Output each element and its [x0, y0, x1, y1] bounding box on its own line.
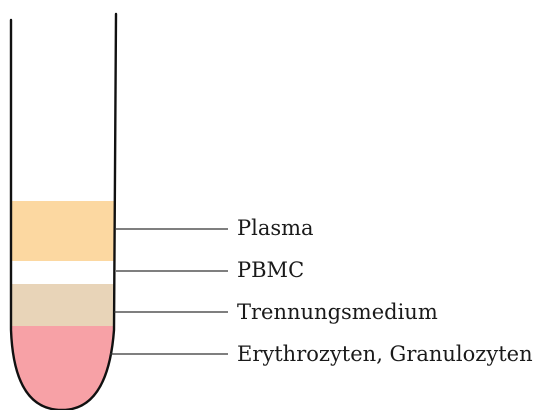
pbmc-label: PBMC	[237, 258, 304, 282]
separation-medium-layer	[0, 284, 130, 326]
erythrocytes-granulocytes-label: Erythrozyten, Granulozyten	[237, 342, 533, 366]
plasma-layer	[0, 201, 130, 261]
separation-medium-label: Trennungsmedium	[237, 300, 438, 324]
erythrocytes-granulocytes-layer	[0, 326, 130, 410]
plasma-label: Plasma	[237, 216, 314, 240]
pbmc-layer	[0, 261, 130, 284]
